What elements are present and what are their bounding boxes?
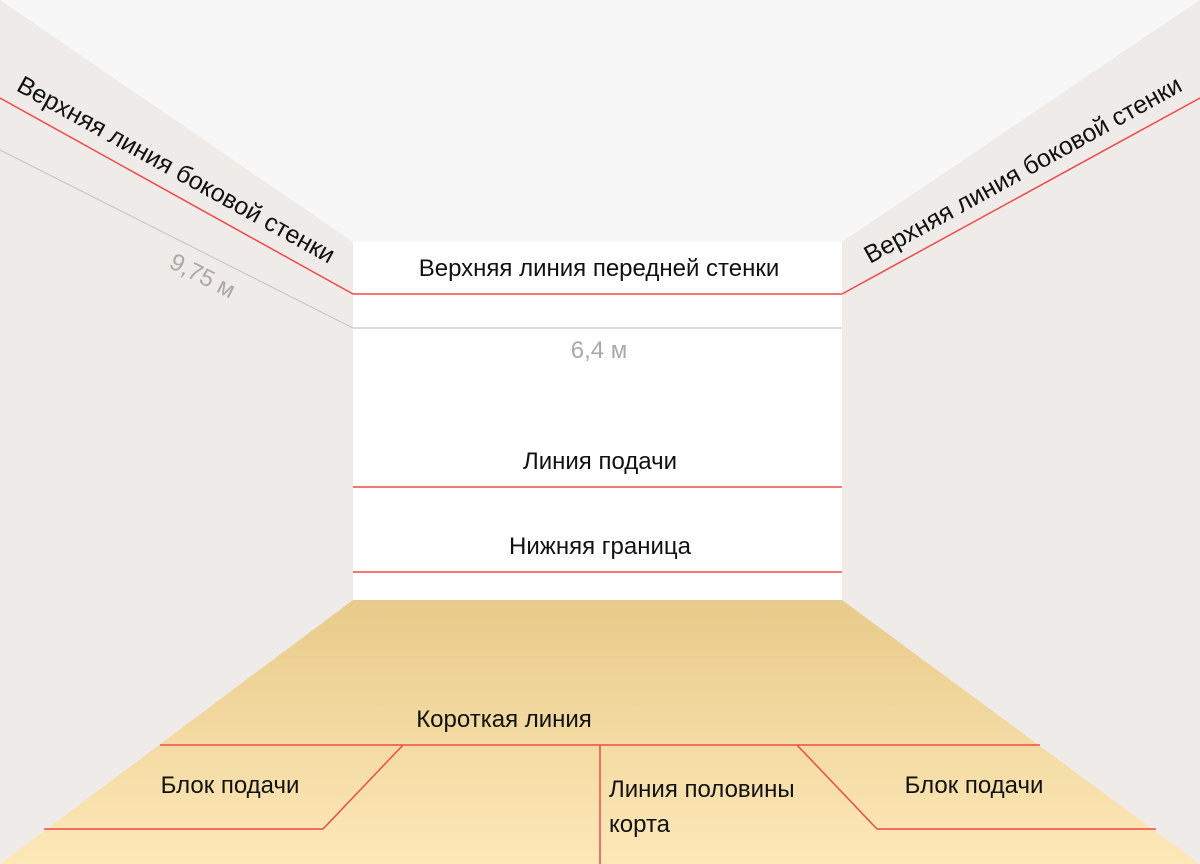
service-line-label: Линия подачи bbox=[522, 448, 678, 475]
side-wall-length-dimension-line bbox=[0, 149, 354, 329]
short-line-label: Короткая линия bbox=[416, 706, 592, 733]
floor bbox=[0, 600, 1200, 864]
front-wall bbox=[353, 242, 842, 600]
service-box-right-label: Блок подачи bbox=[904, 772, 1044, 799]
left-side-wall-top-line bbox=[0, 97, 354, 295]
front-wall-width-label: 6,4 м bbox=[570, 337, 628, 364]
service-box-left-line bbox=[44, 744, 404, 830]
tin-line-label: Нижняя граница bbox=[509, 533, 691, 560]
left-side-wall bbox=[0, 0, 353, 864]
front-wall-top-label: Верхняя линия передней стенки bbox=[418, 255, 780, 282]
service-box-right-line bbox=[796, 744, 1156, 830]
half-court-line-label: Линия половины корта bbox=[609, 776, 795, 838]
service-box-left-label: Блок подачи bbox=[160, 772, 300, 799]
right-side-wall-top-line bbox=[841, 97, 1200, 295]
right-side-wall bbox=[842, 0, 1200, 864]
